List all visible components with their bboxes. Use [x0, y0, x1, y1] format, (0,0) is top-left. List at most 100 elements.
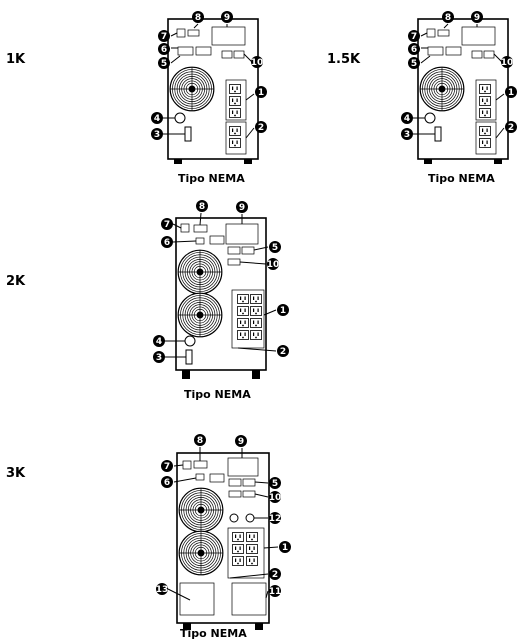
- svg-text:3: 3: [156, 353, 162, 363]
- svg-text:5: 5: [161, 59, 167, 69]
- callout-8: 8: [196, 200, 208, 212]
- callout-10: 10: [501, 56, 514, 68]
- svg-text:4: 4: [156, 337, 162, 347]
- unit-1k: 1K Tipo NEMA 7 8 9 6 5: [6, 11, 267, 185]
- cooling-fan-icon: [169, 66, 215, 112]
- svg-text:4: 4: [404, 114, 410, 124]
- svg-text:9: 9: [239, 203, 245, 213]
- svg-text:2: 2: [508, 123, 514, 133]
- callout-8: 8: [192, 11, 204, 23]
- callout-2: 2: [269, 568, 281, 580]
- svg-text:4: 4: [154, 114, 160, 124]
- svg-text:5: 5: [411, 59, 417, 69]
- callout-9: 9: [236, 201, 248, 213]
- callout-7: 7: [408, 30, 420, 42]
- callout-7: 7: [161, 218, 173, 230]
- callout-10: 10: [269, 491, 282, 503]
- svg-text:5: 5: [272, 243, 278, 253]
- svg-text:5: 5: [272, 479, 278, 489]
- callout-2: 2: [505, 121, 517, 133]
- model-label: 3K: [6, 466, 26, 481]
- callout-4: 4: [401, 112, 413, 124]
- svg-text:8: 8: [195, 13, 201, 23]
- svg-text:8: 8: [199, 202, 205, 212]
- callout-11: 11: [269, 585, 282, 597]
- svg-text:7: 7: [164, 220, 170, 230]
- svg-text:6: 6: [164, 238, 170, 248]
- unit-3k: 3K Tipo NEMA: [6, 434, 291, 640]
- svg-text:3: 3: [154, 130, 160, 140]
- callout-4: 4: [153, 335, 165, 347]
- callout-1: 1: [505, 86, 517, 98]
- svg-text:1: 1: [258, 88, 264, 98]
- svg-text:1: 1: [508, 88, 514, 98]
- callout-3: 3: [151, 128, 163, 140]
- svg-text:10: 10: [267, 260, 280, 270]
- callout-13: 13: [156, 583, 169, 595]
- caption: Tipo NEMA: [184, 388, 251, 401]
- callout-8: 8: [442, 11, 454, 23]
- svg-text:10: 10: [501, 58, 514, 68]
- svg-text:13: 13: [156, 585, 169, 595]
- callout-4: 4: [151, 112, 163, 124]
- svg-text:11: 11: [269, 587, 282, 597]
- callout-1: 1: [277, 304, 289, 316]
- callout-6: 6: [161, 236, 173, 248]
- callout-9: 9: [471, 11, 483, 23]
- svg-text:7: 7: [161, 32, 167, 42]
- cooling-fan-icon: [177, 249, 223, 295]
- cooling-fan-icon: [177, 292, 223, 338]
- callout-3: 3: [401, 128, 413, 140]
- cooling-fan-icon: [178, 487, 224, 533]
- callout-5: 5: [269, 477, 281, 489]
- svg-text:9: 9: [224, 13, 230, 23]
- svg-text:6: 6: [161, 45, 167, 55]
- svg-text:9: 9: [238, 437, 244, 447]
- svg-text:2: 2: [258, 123, 264, 133]
- caption: Tipo NEMA: [178, 172, 245, 185]
- cooling-fan-icon: [419, 66, 465, 112]
- unit-2k: 2K Tipo NEMA 7 8: [6, 200, 289, 401]
- svg-text:6: 6: [164, 478, 170, 488]
- callout-5: 5: [158, 57, 170, 69]
- callout-9: 9: [235, 435, 247, 447]
- callout-2: 2: [277, 345, 289, 357]
- callout-7: 7: [161, 460, 173, 472]
- svg-text:7: 7: [164, 462, 170, 472]
- svg-text:12: 12: [269, 514, 282, 524]
- callout-3: 3: [153, 351, 165, 363]
- callout-1: 1: [279, 541, 291, 553]
- callout-6: 6: [408, 43, 420, 55]
- svg-text:3: 3: [404, 130, 410, 140]
- svg-text:8: 8: [197, 436, 203, 446]
- callout-9: 9: [221, 11, 233, 23]
- caption: Tipo NEMA: [180, 627, 247, 640]
- callout-5: 5: [269, 241, 281, 253]
- svg-text:7: 7: [411, 32, 417, 42]
- callout-2: 2: [255, 121, 267, 133]
- callout-10: 10: [251, 56, 264, 68]
- model-label: 2K: [6, 274, 26, 289]
- svg-text:10: 10: [251, 58, 264, 68]
- svg-text:6: 6: [411, 45, 417, 55]
- caption: Tipo NEMA: [428, 172, 495, 185]
- svg-text:2: 2: [272, 570, 278, 580]
- svg-text:1: 1: [280, 306, 286, 316]
- model-label: 1K: [6, 52, 26, 67]
- callout-12: 12: [269, 512, 282, 524]
- callout-5: 5: [408, 57, 420, 69]
- svg-text:2: 2: [280, 347, 286, 357]
- svg-text:8: 8: [445, 13, 451, 23]
- callout-7: 7: [158, 30, 170, 42]
- svg-text:10: 10: [269, 493, 282, 503]
- model-label: 1.5K: [327, 52, 361, 67]
- unit-1-5k: 1.5K Tipo NEMA 7 8 9 6 5: [327, 11, 517, 185]
- callout-6: 6: [158, 43, 170, 55]
- svg-text:1: 1: [282, 543, 288, 553]
- callout-10: 10: [267, 258, 280, 270]
- callout-6: 6: [161, 476, 173, 488]
- callout-1: 1: [255, 86, 267, 98]
- svg-text:9: 9: [474, 13, 480, 23]
- callout-8: 8: [194, 434, 206, 446]
